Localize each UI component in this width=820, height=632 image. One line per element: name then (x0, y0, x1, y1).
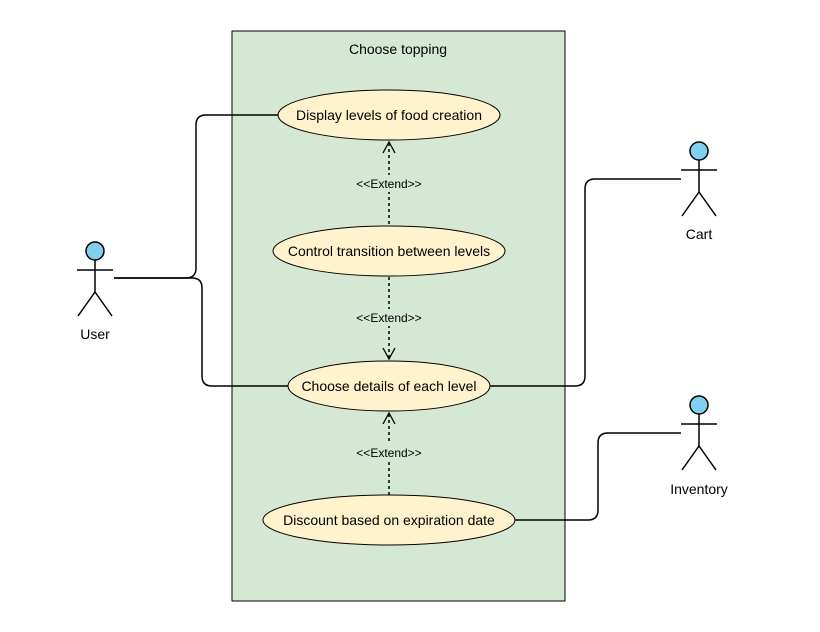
usecase-choose-details-label: Choose details of each level (301, 378, 476, 394)
extend-label-1: <<Extend>> (356, 177, 421, 191)
usecase-discount-label: Discount based on expiration date (283, 512, 495, 528)
actor-user-head-icon (85, 241, 105, 261)
extend-label-3: <<Extend>> (356, 446, 421, 460)
association-inventory-discount (514, 432, 681, 521)
actor-cart-head-icon (689, 141, 709, 161)
usecase-discount[interactable]: Discount based on expiration date (262, 494, 516, 546)
association-user-choose (114, 277, 289, 387)
usecase-control-transition[interactable]: Control transition between levels (272, 225, 506, 277)
usecase-display-levels[interactable]: Display levels of food creation (277, 89, 501, 141)
usecase-control-transition-label: Control transition between levels (288, 243, 490, 259)
usecase-choose-details[interactable]: Choose details of each level (287, 360, 491, 412)
actor-cart[interactable] (681, 141, 717, 217)
actor-cart-label: Cart (686, 226, 713, 242)
actor-inventory[interactable] (681, 395, 717, 471)
usecase-display-levels-label: Display levels of food creation (296, 107, 482, 123)
actor-inventory-label: Inventory (670, 481, 728, 497)
system-title: Choose topping (349, 41, 447, 57)
extend-label-2: <<Extend>> (356, 311, 421, 325)
actor-inventory-head-icon (689, 395, 709, 415)
association-cart-choose (489, 178, 681, 387)
actor-user-label: User (80, 326, 110, 342)
actor-user[interactable] (77, 241, 113, 317)
